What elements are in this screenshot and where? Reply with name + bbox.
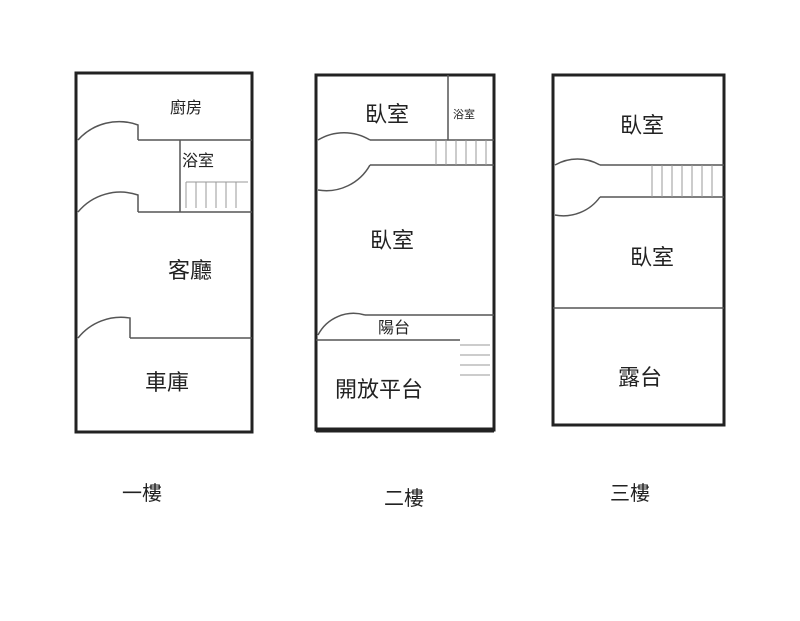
room-terrace: 露台 [618,366,662,391]
room-garage: 車庫 [145,371,189,396]
floor-label-3f: 三樓 [610,481,650,505]
door-swings-3f [554,158,601,217]
room-open-platform: 開放平台 [335,378,423,403]
interior-walls-1f [130,139,252,339]
door-swings-1f [77,120,139,339]
room-living: 客廳 [168,259,212,284]
floor-plan-1f: 廚房 浴室 客廳 車庫 一樓 [74,71,254,505]
interior-walls-2f [316,75,494,341]
floor-plan-3f: 臥室 臥室 露台 三樓 [551,73,726,505]
floor-plan-2f: 臥室 浴室 臥室 陽台 開放平台 二樓 [314,73,496,510]
room-bath: 浴室 [182,151,214,170]
room-bedroom-2: 臥室 [370,229,414,254]
room-balcony: 陽台 [378,318,410,337]
floor-label-1f: 一樓 [122,481,162,505]
room-bedroom-1: 臥室 [365,103,409,128]
outer-wall-3f [551,73,726,427]
floor-label-2f: 二樓 [384,486,424,510]
stairs-3f [651,165,713,197]
door-swings-2f [317,131,371,336]
stairs-2f [435,140,490,376]
room-bedroom-3b: 臥室 [630,246,674,271]
stairs-1f [185,181,248,208]
room-bedroom-3a: 臥室 [620,114,664,139]
interior-walls-3f [553,164,724,309]
outer-wall-1f [74,71,254,434]
room-kitchen: 廚房 [170,98,202,117]
room-bath-2f: 浴室 [453,107,475,121]
